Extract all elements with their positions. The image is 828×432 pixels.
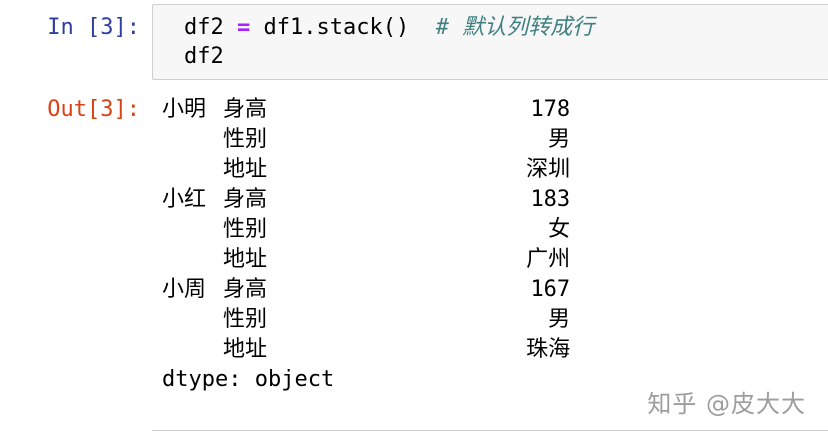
- row-value: 167: [530, 277, 571, 302]
- row-value: 183: [530, 187, 571, 212]
- row-field: 性别: [223, 127, 268, 152]
- row-field: 性别: [223, 307, 268, 332]
- code-expression: df1.stack(): [263, 15, 410, 40]
- output-row: 地址 珠海: [162, 335, 570, 365]
- row-value: 珠海: [526, 337, 571, 362]
- code-operator: =: [237, 15, 251, 40]
- row-field: 身高: [223, 97, 268, 122]
- output-row: 小红身高 183: [162, 185, 570, 215]
- row-value: 广州: [526, 247, 571, 272]
- row-field: 身高: [223, 277, 268, 302]
- row-field: 地址: [223, 337, 268, 362]
- output-row: 性别 男: [162, 125, 570, 155]
- code-line-2: df2: [184, 44, 224, 69]
- row-field: 地址: [223, 247, 268, 272]
- output-prompt: Out[3]:: [47, 97, 140, 122]
- input-prompt: In [3]:: [47, 15, 140, 40]
- output-row: 小周身高 167: [162, 275, 570, 305]
- output-row: 地址 广州: [162, 245, 570, 275]
- row-name: 小周: [162, 277, 207, 302]
- output-row: 地址 深圳: [162, 155, 570, 185]
- row-value: 178: [530, 97, 571, 122]
- row-value: 男: [548, 127, 571, 152]
- output-row: 小明身高 178: [162, 95, 570, 125]
- output-row: 性别 男: [162, 305, 570, 335]
- row-field: 地址: [223, 157, 268, 182]
- row-name: 小红: [162, 187, 207, 212]
- next-cell-edge: [152, 430, 828, 431]
- code-input-area[interactable]: df2 = df1.stack() # 默认列转成行 df2: [152, 4, 828, 80]
- output-row: 性别 女: [162, 215, 570, 245]
- row-value: 男: [548, 307, 571, 332]
- dtype-line: dtype: object: [162, 367, 335, 392]
- code-comment: # 默认列转成行: [435, 15, 595, 40]
- row-field: 身高: [223, 187, 268, 212]
- code-var: df2: [184, 15, 224, 40]
- row-value: 女: [548, 217, 571, 242]
- row-value: 深圳: [526, 157, 571, 182]
- code-editor[interactable]: df2 = df1.stack() # 默认列转成行 df2: [184, 13, 594, 71]
- row-name: 小明: [162, 97, 207, 122]
- watermark: 知乎 @皮大大: [647, 390, 806, 418]
- row-field: 性别: [223, 217, 268, 242]
